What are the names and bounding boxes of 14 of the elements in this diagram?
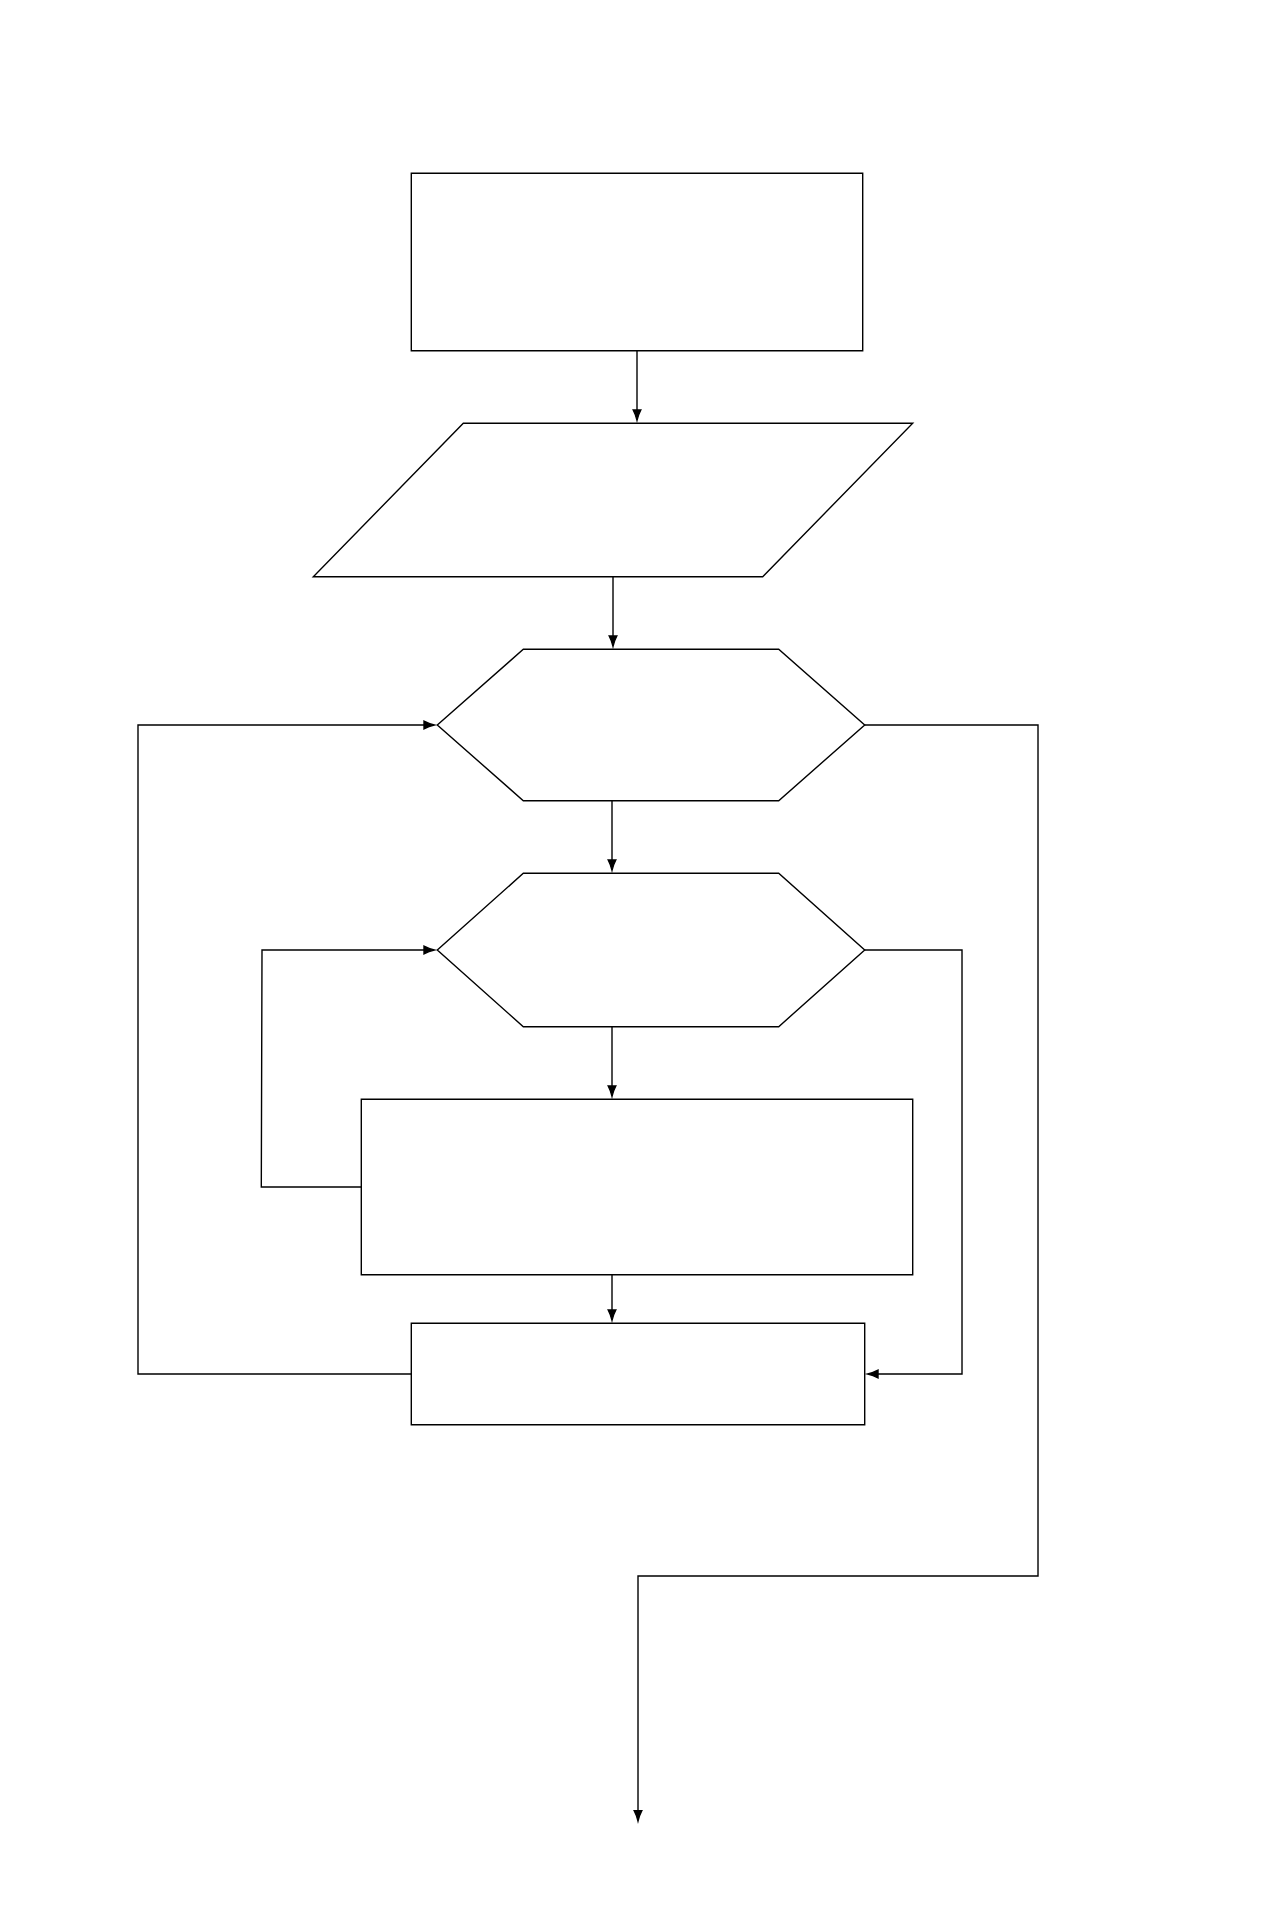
- arrow: [633, 724, 1039, 1822]
- arrow: [608, 576, 618, 647]
- loop-hexagon: [436, 648, 866, 802]
- process-box: [410, 1322, 866, 1426]
- arrow: [137, 720, 435, 1375]
- arrow: [607, 1274, 617, 1321]
- process-box: [360, 1098, 914, 1276]
- arrow: [632, 350, 642, 421]
- process-box: [410, 172, 864, 352]
- arrow: [260, 945, 435, 1188]
- arrow: [607, 1026, 617, 1097]
- arrow: [607, 800, 617, 871]
- loop-hexagon: [436, 872, 866, 1028]
- arrow: [864, 949, 963, 1379]
